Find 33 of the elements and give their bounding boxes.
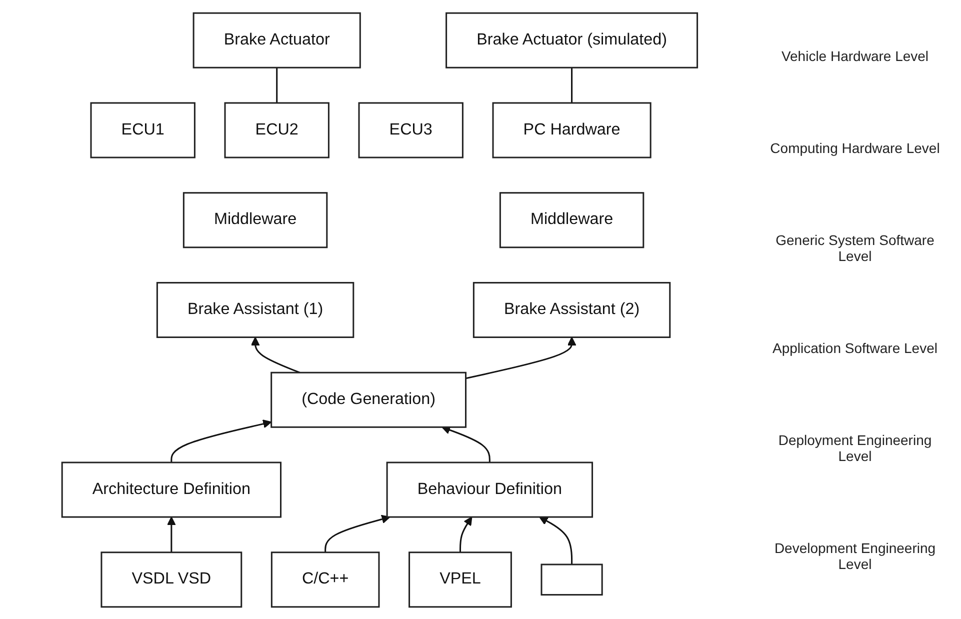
level-label: Application Software Level: [772, 340, 938, 356]
node-box: Brake Actuator: [193, 12, 362, 68]
node-box: (Code Generation): [270, 371, 467, 428]
arrow: [167, 516, 176, 552]
node-box: [541, 563, 604, 596]
node-box: Behaviour Definition: [386, 461, 594, 518]
level-label: Deployment Engineering Level: [777, 432, 933, 464]
level-label: Computing Hardware Level: [769, 140, 941, 156]
node-box: ECU2: [224, 102, 330, 158]
node-box: Brake Assistant (2): [473, 281, 671, 338]
node-box: ECU3: [358, 102, 464, 158]
arrow: [442, 425, 491, 462]
node-box: ECU1: [90, 102, 196, 158]
node-box: Brake Assistant (1): [156, 281, 354, 338]
level-label: Development Engineering Level: [773, 540, 937, 572]
arrow: [324, 514, 391, 552]
node-box: Middleware: [183, 192, 328, 248]
node-box: Architecture Definition: [62, 461, 282, 518]
arrow: [460, 516, 473, 552]
node-box: PC Hardware: [492, 102, 652, 158]
node-box: VPEL: [408, 551, 512, 608]
arrow: [539, 516, 573, 564]
node-box: C/C++: [271, 551, 380, 608]
level-label: Generic System Software Level: [774, 232, 936, 264]
connector: [571, 67, 573, 102]
node-box: Middleware: [500, 192, 644, 248]
node-box: VSDL VSD: [101, 551, 242, 608]
arrow: [251, 336, 300, 373]
node-box: Brake Actuator (simulated): [446, 12, 698, 68]
connector: [276, 67, 278, 102]
arrow: [170, 419, 272, 462]
level-label: Vehicle Hardware Level: [780, 48, 930, 64]
arrow: [466, 336, 577, 379]
